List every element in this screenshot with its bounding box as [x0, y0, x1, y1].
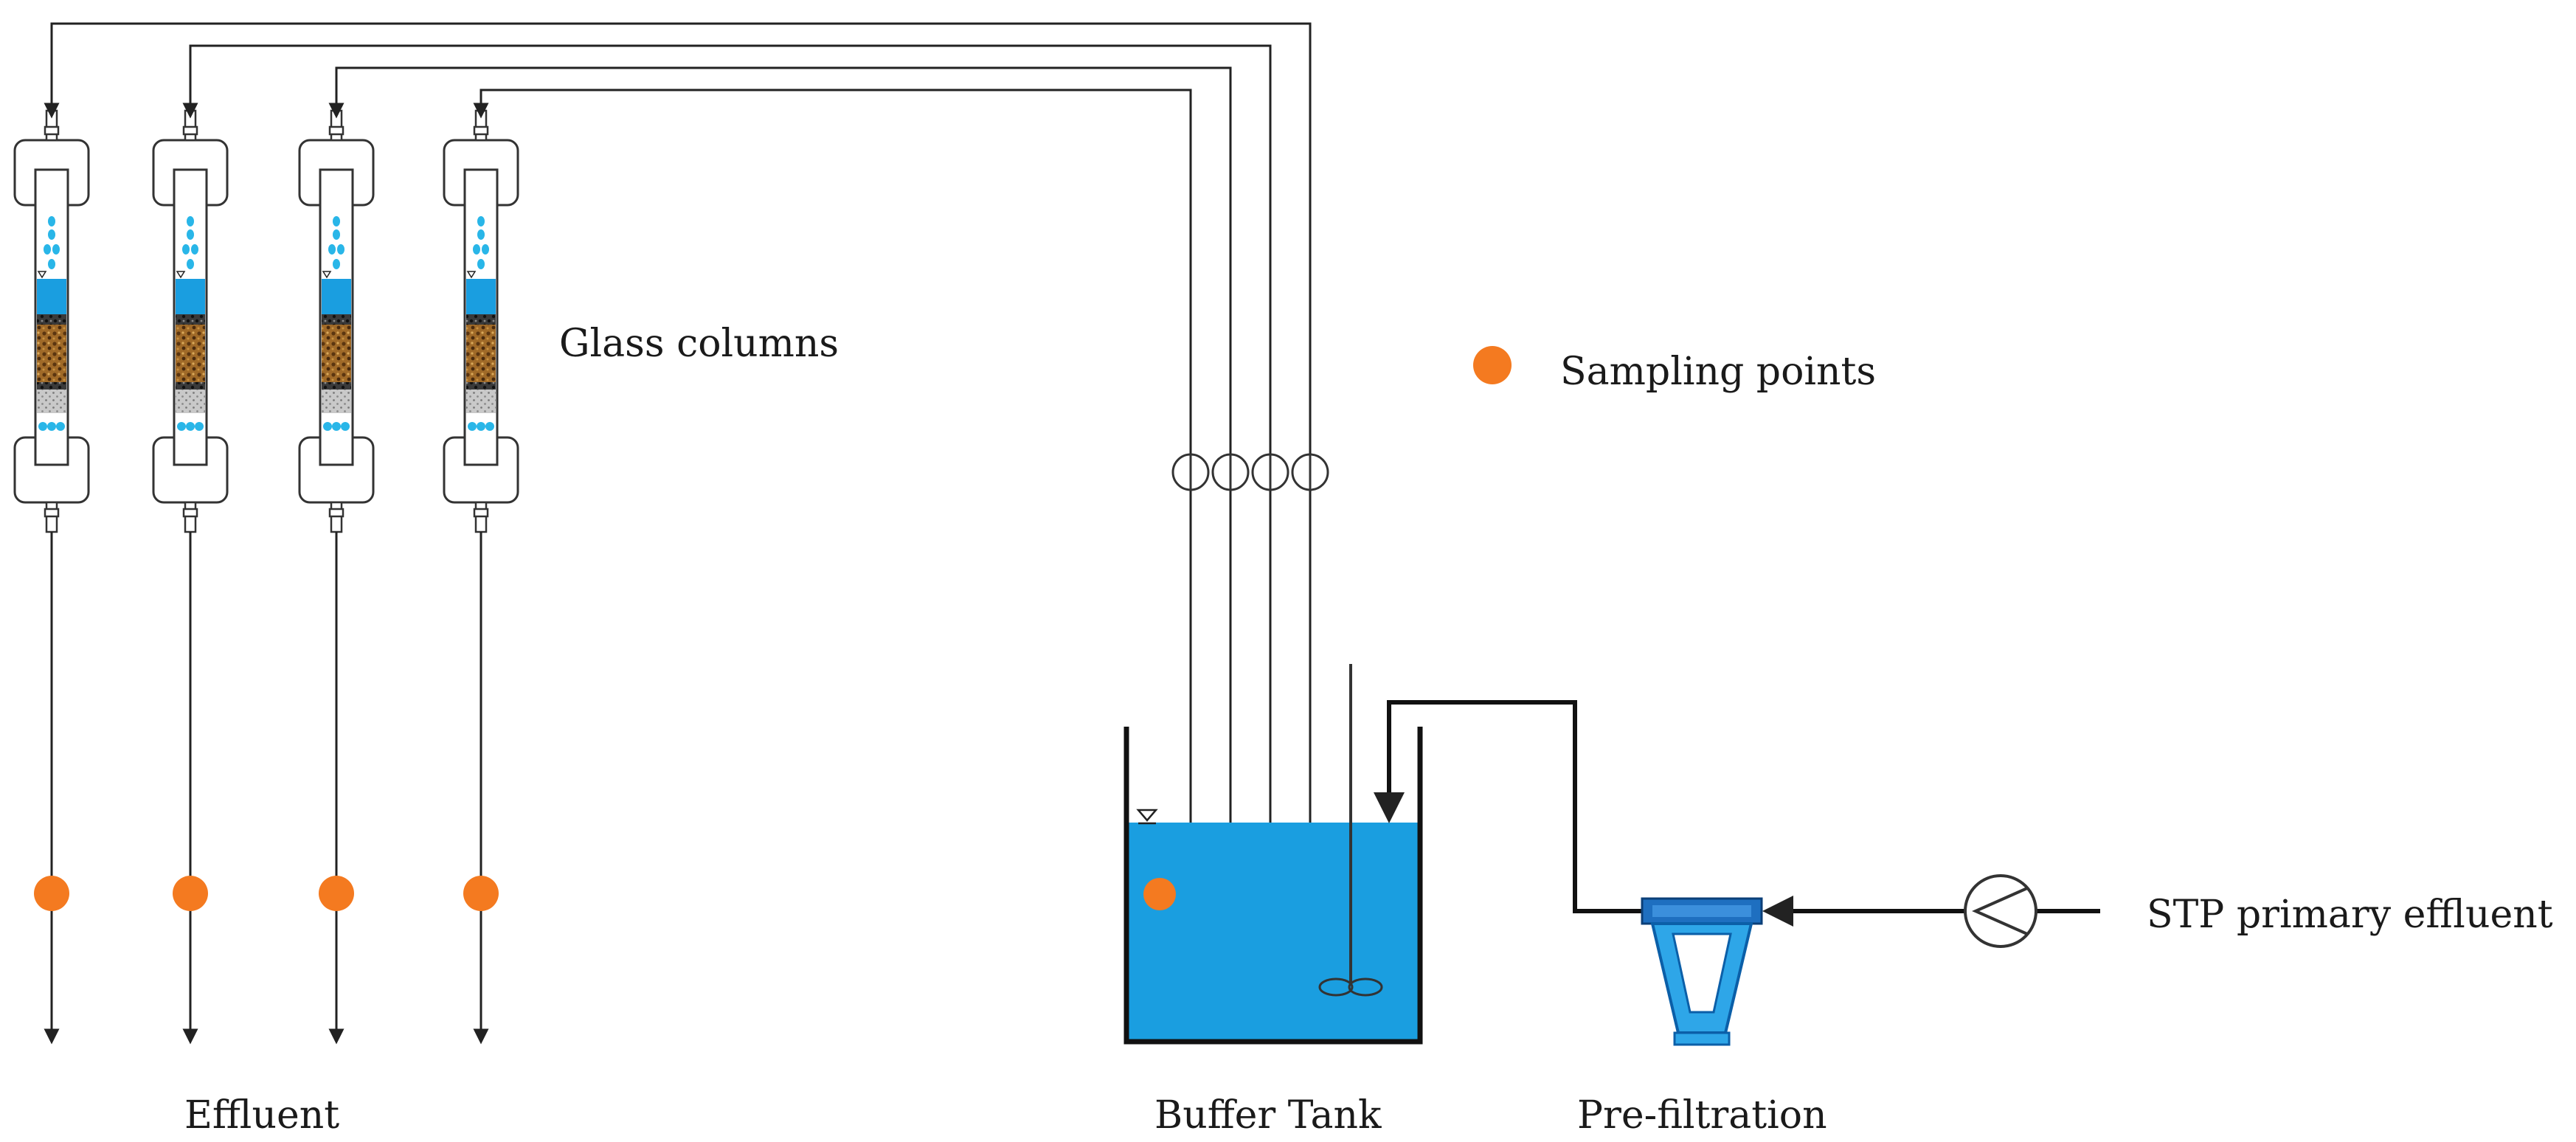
- column-media-bed: [176, 325, 205, 382]
- peristaltic-pump-icon: [1171, 453, 1210, 491]
- buffer-tank-label: Buffer Tank: [1154, 1093, 1382, 1138]
- buffer-tank-water: [1129, 823, 1418, 1040]
- column-water-layer: [37, 279, 66, 314]
- water-droplet-icon: [182, 244, 190, 255]
- water-droplet-icon: [44, 244, 51, 255]
- feed-pipe: [328, 66, 1232, 941]
- water-droplet-icon: [333, 216, 340, 226]
- prefilter-unit: [1641, 897, 1763, 1046]
- water-droplet-icon: [333, 229, 340, 240]
- peristaltic-pump-icon: [1211, 453, 1250, 491]
- water-droplet-icon: [473, 244, 480, 255]
- water-droplet-icon: [477, 259, 485, 269]
- water-droplet-icon: [191, 244, 198, 255]
- feed-pipes-group: [44, 22, 1312, 941]
- glass-column: [152, 109, 229, 1045]
- glass-columns-group: [13, 109, 519, 1045]
- stp-primary-effluent-label: STP primary effluent: [2147, 893, 2553, 937]
- legend-sampling-point-icon: [1473, 346, 1512, 384]
- mixer-blade-icon: [1318, 977, 1354, 997]
- effluent-label: Effluent: [184, 1093, 340, 1138]
- water-droplet-icon: [477, 229, 485, 240]
- column-sampling-point: [319, 876, 354, 911]
- glass-columns-label: Glass columns: [559, 322, 839, 366]
- buffer-tank: [1123, 664, 1423, 1045]
- column-water-layer: [466, 279, 496, 314]
- water-level-icon: [1136, 809, 1158, 822]
- tank-sampling-point: [1143, 878, 1176, 910]
- water-droplet-icon: [52, 244, 60, 255]
- column-sampling-point: [34, 876, 69, 911]
- prefiltration-line: [1374, 700, 2100, 927]
- feed-pipe: [473, 89, 1192, 941]
- water-droplet-icon: [187, 259, 194, 269]
- peristaltic-pumps-group: [1171, 453, 1329, 491]
- water-droplet-icon: [187, 216, 194, 226]
- column-media-bed: [37, 325, 66, 382]
- peristaltic-pump-icon: [1291, 453, 1329, 491]
- water-droplet-icon: [48, 259, 55, 269]
- buffer-tank-walls: [1123, 727, 1423, 1045]
- column-media-bed: [322, 325, 351, 382]
- water-droplet-icon: [48, 216, 55, 226]
- pre-filtration-label: Pre-filtration: [1577, 1093, 1827, 1138]
- glass-column: [443, 109, 519, 1045]
- glass-column: [298, 109, 375, 1045]
- peristaltic-pump-icon: [1251, 453, 1289, 491]
- water-droplet-icon: [328, 244, 336, 255]
- feed-pump-icon: [1964, 874, 2037, 948]
- column-media-bed: [466, 325, 496, 382]
- water-droplet-icon: [187, 229, 194, 240]
- column-sampling-point: [463, 876, 499, 911]
- water-droplet-icon: [48, 229, 55, 240]
- feed-pipe: [182, 44, 1272, 941]
- water-droplet-icon: [482, 244, 489, 255]
- glass-column: [13, 109, 90, 1045]
- feed-pipe: [44, 22, 1312, 941]
- column-water-layer: [176, 279, 205, 314]
- column-water-layer: [322, 279, 351, 314]
- sampling-points-label: Sampling points: [1560, 350, 1877, 394]
- water-droplet-icon: [333, 259, 340, 269]
- column-sampling-point: [173, 876, 208, 911]
- water-droplet-icon: [477, 216, 485, 226]
- water-droplet-icon: [337, 244, 344, 255]
